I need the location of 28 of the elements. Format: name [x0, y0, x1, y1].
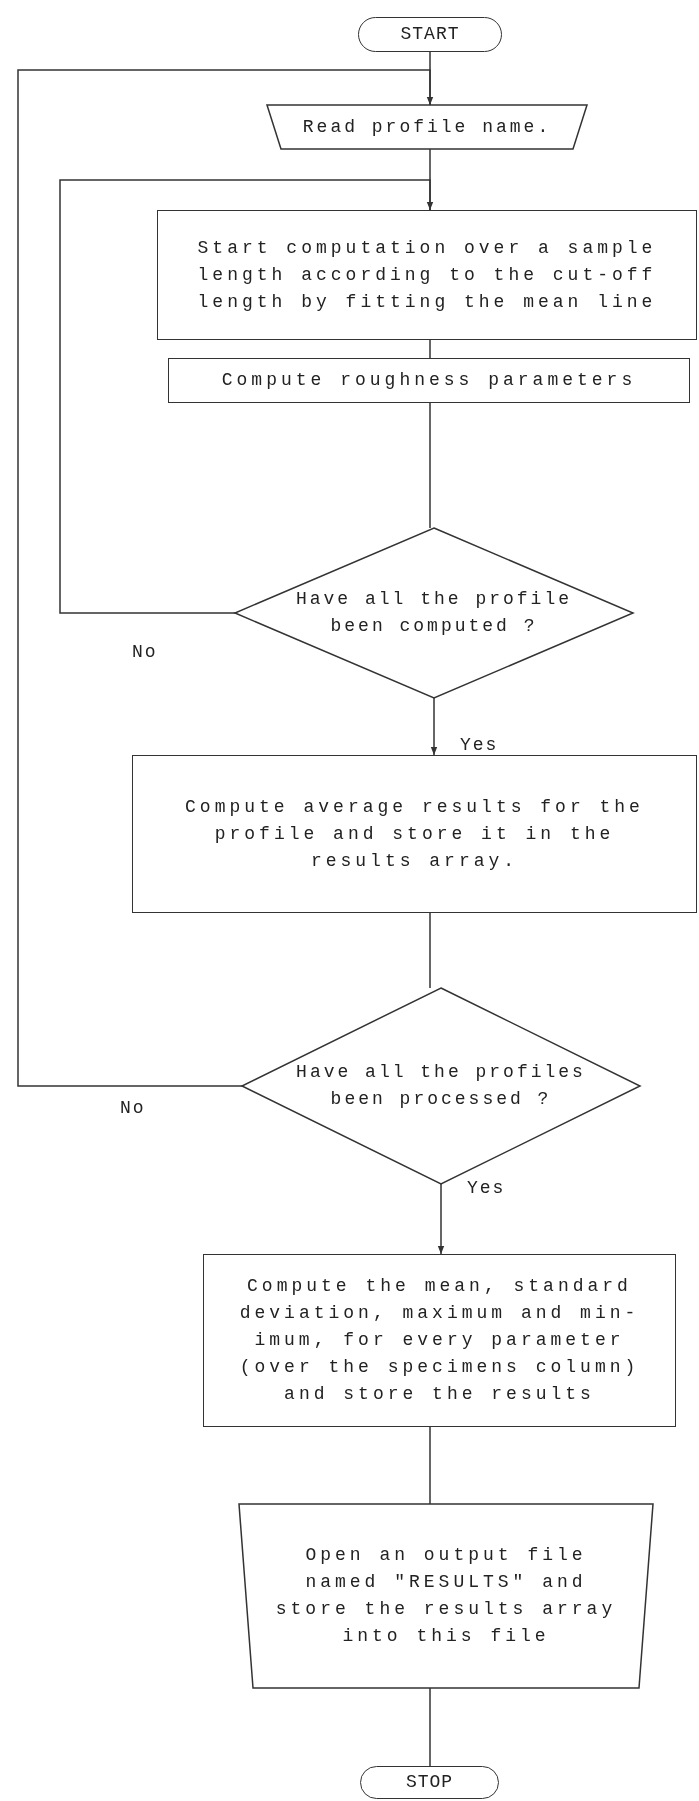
step-text: Read profile name.	[302, 115, 552, 139]
step-text: Open an output file named "RESULTS" and store the results array into this file	[274, 1544, 618, 1648]
process-box	[132, 755, 697, 913]
connector-line	[429, 912, 431, 989]
terminal-pill	[360, 1766, 499, 1799]
connector-line	[59, 179, 434, 614]
step-text: Start computation over a sample length according to the cut-off length by fitting the mean line	[196, 236, 658, 314]
step-text: START	[400, 23, 460, 46]
connector-line	[429, 339, 431, 359]
connector-line	[429, 402, 431, 529]
terminal-pill	[358, 17, 502, 52]
step-text: Compute the mean, standard deviation, maximum and min- imum, for every parameter (over the specimens column) and store the results	[238, 1275, 641, 1406]
decision-diamond	[235, 528, 633, 698]
step-text: Have all the profiles been processed ?	[295, 1061, 587, 1111]
input-output-shape	[267, 105, 587, 149]
connector-line	[429, 1687, 431, 1767]
connector-line	[437, 1183, 445, 1255]
step-text: Have all the profile been computed ?	[294, 588, 573, 638]
step-text: Compute roughness parameters	[221, 369, 637, 392]
process-box	[157, 210, 697, 340]
step-text: Compute average results for the profile and store it in the results array.	[184, 795, 645, 873]
input-output-shape	[239, 1504, 653, 1688]
connector-line	[430, 697, 438, 756]
step-text: STOP	[405, 1771, 454, 1794]
connector-line	[17, 69, 434, 1087]
process-box	[168, 358, 690, 403]
connector-line	[429, 1426, 431, 1505]
process-box	[203, 1254, 676, 1427]
